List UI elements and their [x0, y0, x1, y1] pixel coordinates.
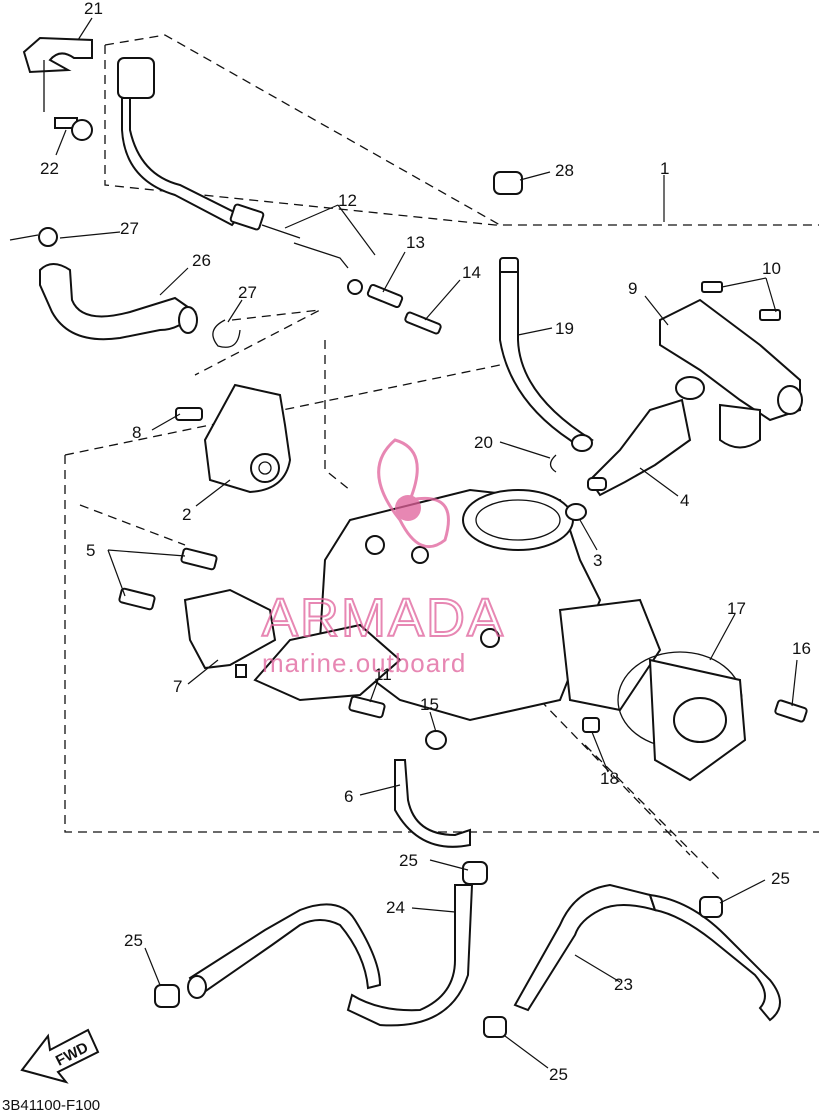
callout-16: 16 — [792, 639, 811, 658]
callout-14: 14 — [462, 263, 481, 282]
part-25-clamp-a — [462, 861, 488, 885]
watermark-logo-dot — [395, 495, 421, 521]
callout-7: 7 — [173, 677, 182, 696]
part-16-screw — [774, 699, 808, 723]
watermark-subtitle: marine.outboard — [262, 648, 466, 678]
callout-25-b: 25 — [771, 869, 790, 888]
callout-17: 17 — [727, 599, 746, 618]
drawing-code: 3B41100-F100 — [2, 1097, 100, 1113]
callout-28: 28 — [555, 161, 574, 180]
callout-27-a: 27 — [120, 219, 139, 238]
callout-22: 22 — [40, 159, 59, 178]
fwd-arrow-icon: FWD — [20, 1028, 100, 1084]
callout-19: 19 — [555, 319, 574, 338]
part-20-clip — [549, 454, 557, 473]
callout-12: 12 — [338, 191, 357, 210]
part-25-clamp-b — [699, 896, 723, 918]
part-25-clamp-c — [154, 984, 180, 1008]
part-13-fitting — [366, 283, 404, 309]
part-22-bolt — [54, 117, 93, 141]
part-24-hose — [187, 884, 474, 1027]
callout-8: 8 — [132, 423, 141, 442]
part-9-regulator — [659, 298, 803, 449]
callout-4: 4 — [680, 491, 689, 510]
callout-3: 3 — [593, 551, 602, 570]
part-18-plug — [582, 717, 600, 733]
part-8-screw — [175, 407, 203, 421]
callout-9: 9 — [628, 279, 637, 298]
part-27-clip-b — [212, 319, 241, 348]
part-26-hose — [39, 263, 198, 341]
part-7-sensor — [183, 588, 277, 678]
callout-18: 18 — [600, 769, 619, 788]
part-25-clamp-d — [483, 1016, 507, 1038]
watermark-brand: ARMADA — [262, 588, 505, 648]
part-17-cover — [558, 598, 747, 782]
leader-lines — [55, 17, 798, 1069]
callout-23: 23 — [614, 975, 633, 994]
callout-25-a: 25 — [399, 851, 418, 870]
callout-15: 15 — [420, 695, 439, 714]
assembly-outline — [64, 34, 819, 881]
hose-upper — [117, 57, 363, 295]
callout-11: 11 — [374, 665, 392, 684]
part-11-screw — [348, 695, 386, 719]
callout-26: 26 — [192, 251, 211, 270]
callout-1: 1 — [660, 159, 669, 178]
part-4-injector — [587, 398, 692, 497]
part-23-hose — [513, 883, 781, 1022]
callout-27-b: 27 — [238, 283, 257, 302]
callout-21: 21 — [84, 0, 103, 18]
part-10-screws — [701, 281, 781, 321]
part-14-spring — [404, 311, 442, 335]
part-15-washer — [425, 730, 447, 750]
part-21-clip — [22, 36, 93, 112]
callout-2: 2 — [182, 505, 191, 524]
watermark-logo-icon — [377, 438, 450, 549]
part-2-sensor — [203, 383, 292, 494]
callout-25-d: 25 — [549, 1065, 568, 1084]
callout-10: 10 — [762, 259, 781, 278]
part-5-screws — [118, 547, 218, 611]
watermark: ARMADA marine.outboard — [261, 438, 505, 678]
callout-6: 6 — [344, 787, 353, 806]
part-27-clip-a — [9, 227, 58, 247]
part-3-oring — [565, 503, 587, 521]
callout-24: 24 — [386, 898, 405, 917]
part-28-clamp — [493, 171, 523, 195]
part-19-hose — [499, 257, 594, 452]
part-6-hose — [394, 759, 471, 848]
callout-5: 5 — [86, 541, 95, 560]
callout-20: 20 — [474, 433, 493, 452]
callout-numbers: 21 22 12 13 14 27 26 27 28 1 19 10 9 4 3… — [40, 0, 811, 1084]
callout-25-c: 25 — [124, 931, 143, 950]
callout-13: 13 — [406, 233, 425, 252]
